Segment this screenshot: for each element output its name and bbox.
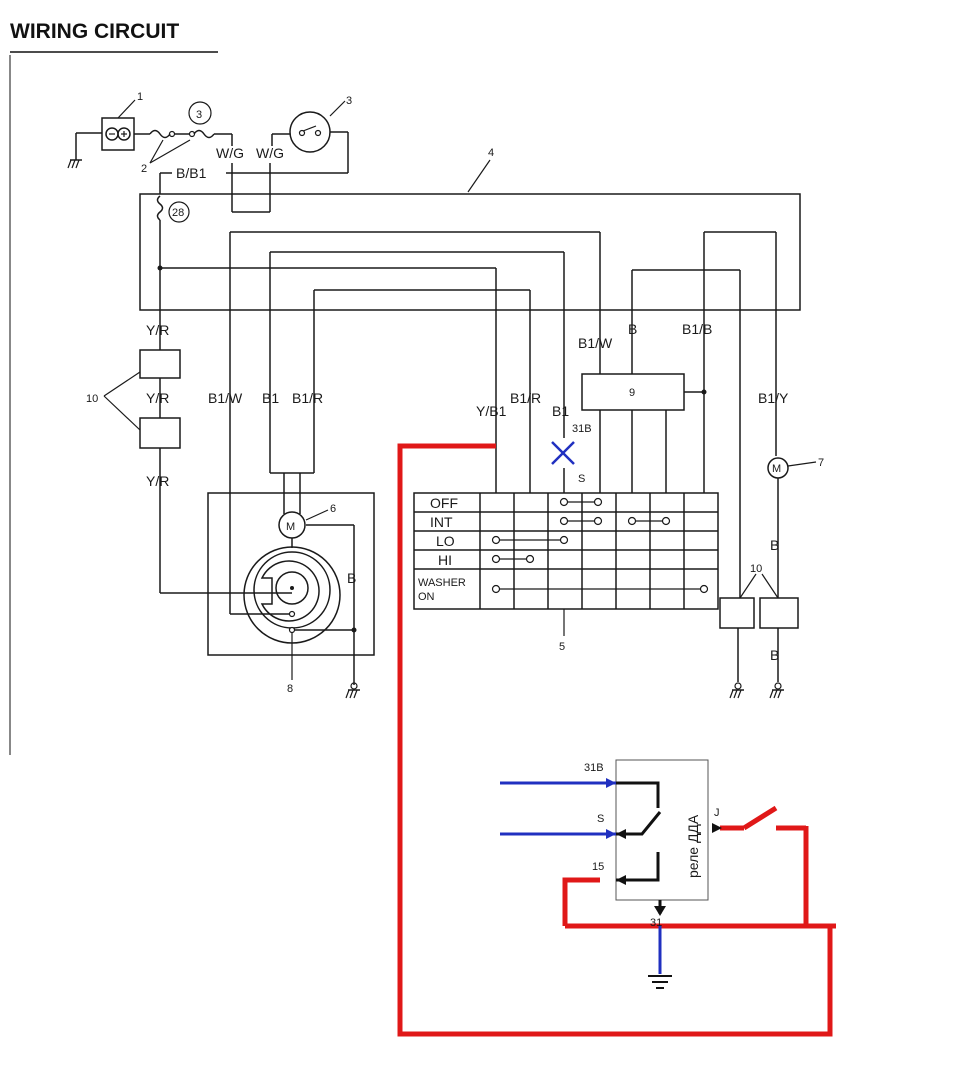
relay-box-number: 8 [287,683,293,695]
combination-switch-number: 5 [559,641,565,653]
combination-switch-table: OFF INT LO HI WASHER ON 5 [413,492,719,653]
fuse-link-1-icon [149,129,171,139]
relay-terminal-15: 15 [592,861,604,873]
red-wire-15 [562,877,600,926]
wire-label-b-washer-2: B [770,647,779,663]
ignition-switch-icon [289,111,331,153]
motor-number: 6 [330,503,336,515]
wire-label-b-right: B [628,321,637,337]
battery-number: 1 [137,91,143,103]
wire-label-b1w-left: B1/W [208,390,243,406]
wiper-motor-box: B1/W B1 B1/R M 6 B 8 [207,310,375,699]
wire-label-b1b: B1/B [682,321,712,337]
connector-10-right-a [719,597,755,629]
diagram-title: WIRING CIRCUIT [10,20,179,43]
label-31b-top: 31B [572,423,592,435]
relay-terminal-s: S [597,813,604,825]
wire-label-b1-left: B1 [262,390,279,406]
red-wire-loop [397,443,833,1037]
fuse-link-2-icon [193,129,215,139]
wire-label-b1-mid: B1 [552,403,569,419]
fuse-link-group: 3 2 [134,101,232,175]
wire-label-wg-1: W/G [216,145,244,161]
washer-motor-number: 7 [818,457,824,469]
wire-label-yb1: Y/B1 [476,403,507,419]
wire-label-b-washer-1: B [770,537,779,553]
wire-label-b-motor6: B [347,570,356,586]
switch-row-washer-on: ON [418,591,435,603]
added-relay-circuit: реле ДДА 31B S 15 31 J [397,443,836,1037]
red-switch-arm [742,805,778,831]
ground-icon [345,682,360,699]
connector-left-number: 10 [86,393,98,405]
left-yr-wire: Y/R Y/R Y/R 10 [86,310,292,594]
harness-number: 4 [488,147,494,159]
ground-icon [648,975,672,989]
relay-dda-label: реле ДДА [685,814,701,878]
fuse-circle-number: 3 [196,109,202,121]
switch-row-int: INT [430,514,453,530]
harness-box: 4 28 [139,147,801,311]
fuse-28-label: 28 [172,207,184,219]
ground-icon [67,155,82,169]
relay-9-number: 9 [629,387,635,399]
label-s-top: S [578,473,585,485]
fuse-number-circle [188,101,212,125]
ignition-switch-number: 3 [346,95,352,107]
relay-contact-15 [616,852,660,882]
fuse-link-number: 2 [141,163,147,175]
switch-row-lo: LO [436,533,455,549]
wire-label-b1r-mid: B1/R [510,390,541,406]
washer-motor-group: B1/Y M 7 B 10 B [719,310,824,699]
fuse-28-icon [156,195,164,221]
motor-6-letter: M [286,521,295,533]
washer-motor-letter: M [772,463,781,475]
relay-dda-box [615,759,709,901]
connector-10-right-b [759,597,799,629]
wire-label-wg-2: W/G [256,145,284,161]
cam-disc-inner [260,560,320,622]
wire-label-b1y: B1/Y [758,390,789,406]
relay-terminal-j: J [714,807,720,819]
wire-label-b1r-left: B1/R [292,390,323,406]
wire-label-yr-1: Y/R [146,322,169,338]
cam-center [275,571,309,605]
wire-label-yr-3: Y/R [146,473,169,489]
connector-right-number: 10 [750,563,762,575]
ground-icon [769,682,784,699]
ground-icon [729,682,744,699]
switch-row-hi: HI [438,552,452,568]
connector-10-top [139,349,181,379]
middle-wires: Y/B1 B1/R B1 31B S B1/W B B1/B 9 [476,310,741,598]
relay-terminal-31b: 31B [584,762,604,774]
ignition-switch-group: 3 W/G W/G B/B1 [159,95,352,213]
wire-label-b1w-right: B1/W [578,335,613,351]
battery-group: 1 [67,91,143,169]
wire-label-bb1-top: B/B1 [176,165,207,181]
wire-label-yr-2: Y/R [146,390,169,406]
battery-plus-icon [117,127,131,141]
connector-10-bottom [139,417,181,449]
switch-row-off: OFF [430,495,458,511]
switch-row-washer: WASHER [418,577,466,589]
relay-contact-31b [616,781,660,808]
